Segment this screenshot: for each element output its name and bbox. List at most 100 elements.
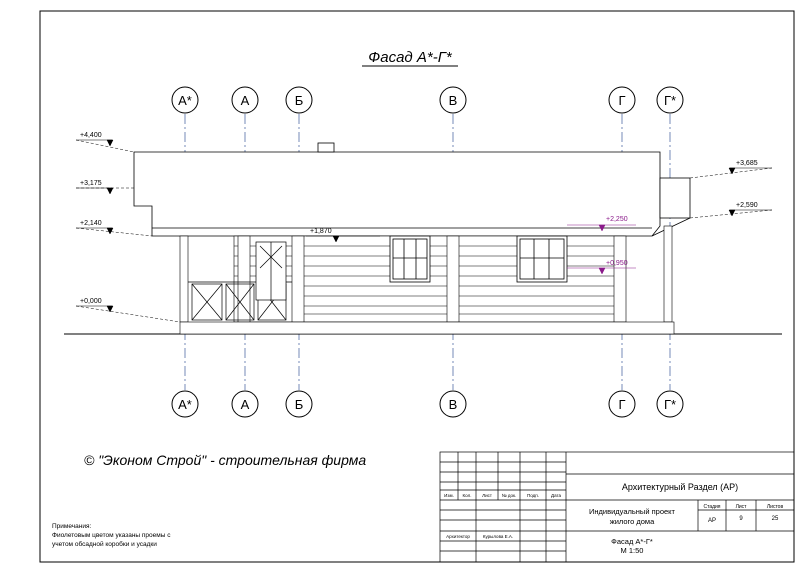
level-label-purple: +0,950 [606, 260, 628, 267]
axis-marker-b [285, 390, 313, 418]
axis-marker-a [231, 390, 259, 418]
level-label-purple: +2,250 [606, 216, 628, 223]
axis-marker-a [231, 86, 259, 114]
foundation [179, 321, 675, 335]
axis-marker-g-star [656, 390, 684, 418]
level-arrow [728, 209, 736, 217]
level-leader [689, 167, 773, 179]
level-leader [75, 139, 135, 153]
notes-line: Фиолетовым цветом указаны проемы с [52, 532, 171, 539]
axis-markers-top: А* А Б В Г Г* [171, 86, 684, 114]
title-block-text: Архитектурный Раздел (АР) Индивидуальный… [444, 482, 783, 555]
sheet-title: Фасад А*-Г* [611, 537, 653, 546]
axis-label-bottom: А* [178, 397, 192, 412]
stage-header: Стадия [703, 504, 720, 510]
column-header: Кол. [463, 493, 472, 498]
walls [179, 225, 675, 335]
column-header: Изм. [444, 493, 454, 498]
axis-label-bottom: Г* [664, 397, 676, 412]
roof [133, 142, 691, 237]
level-marks-left [75, 139, 181, 323]
corner-post [237, 235, 251, 323]
level-label: +0,000 [80, 298, 102, 305]
notes: Примечания: Фиолетовым цветом указаны пр… [52, 522, 202, 549]
axis-markers-bottom: А* А Б В Г Г* [171, 390, 684, 418]
main-wall [297, 235, 625, 323]
level-mark-inner [306, 235, 380, 243]
copyright-text: © "Эконом Строй" - строительная фирма [84, 452, 367, 468]
axis-label-bottom: Б [295, 397, 304, 412]
roof-right-overhang [659, 177, 691, 219]
railing-cross [191, 283, 223, 321]
window-inner [392, 238, 428, 280]
level-label: +2,140 [80, 220, 102, 227]
notes-heading: Примечания: [52, 523, 92, 530]
level-arrow [106, 227, 114, 235]
right-column [663, 225, 673, 323]
project-line: Индивидуальный проект [589, 507, 676, 516]
corner-post [446, 235, 460, 323]
drawing-frame [39, 10, 795, 563]
axis-label-bottom: Г [618, 397, 625, 412]
axis-marker-g [608, 86, 636, 114]
railing-panel [225, 283, 255, 321]
level-arrow [106, 305, 114, 313]
window-right [516, 235, 568, 283]
railing-panel [191, 283, 223, 321]
axis-label-top: А* [178, 93, 192, 108]
level-arrow [332, 235, 340, 243]
level-marks-right [689, 167, 773, 219]
level-arrow [598, 224, 606, 232]
column-header: Подп. [527, 493, 539, 498]
roof-main [133, 151, 661, 237]
axis-marker-a-star [171, 86, 199, 114]
window-middle [389, 235, 431, 283]
level-label: +3,685 [736, 160, 758, 167]
level-label: +1,870 [310, 228, 332, 235]
axis-label-top: Г [618, 93, 625, 108]
sheet-scale: М 1:50 [621, 546, 644, 555]
axis-label-top: В [449, 93, 458, 108]
axis-marker-v [439, 86, 467, 114]
role-label: Архитектор [446, 534, 470, 539]
axis-label-top: Г* [664, 93, 676, 108]
level-arrow [106, 139, 114, 147]
column-header: Дата [551, 493, 561, 498]
column-header: Лист [482, 493, 492, 498]
level-arrow [728, 167, 736, 175]
roof-vent [317, 142, 335, 153]
axis-marker-g [608, 390, 636, 418]
level-arrow [106, 187, 114, 195]
level-arrow [598, 267, 606, 275]
sheets-value: 25 [772, 516, 779, 522]
column-header: № док. [502, 493, 516, 498]
corner-post [613, 235, 627, 323]
axis-marker-a-star [171, 390, 199, 418]
axis-marker-v [439, 390, 467, 418]
axis-label-top: А [241, 93, 250, 108]
drawing-title: Фасад А*-Г* [368, 49, 453, 66]
level-label: +3,175 [80, 180, 102, 187]
axis-label-bottom: А [241, 397, 250, 412]
axis-marker-b [285, 86, 313, 114]
notes-line: учетом обсадной коробки и усадки [52, 541, 157, 548]
level-leader [75, 305, 181, 323]
sheet-header: Лист [736, 504, 748, 510]
person-name: Курылова Е.А. [483, 534, 513, 539]
level-marks-purple [567, 224, 636, 275]
level-label: +4,400 [80, 132, 102, 139]
stage-value: АР [708, 518, 716, 524]
sheet-value: 9 [739, 516, 743, 522]
axis-label-top: Б [295, 93, 304, 108]
door [255, 241, 287, 301]
corner-post [291, 235, 305, 323]
porch-column [179, 235, 189, 323]
sheets-header: Листов [767, 504, 784, 510]
title-block-frame [439, 451, 795, 563]
section-title: Архитектурный Раздел (АР) [622, 482, 738, 492]
level-leader [75, 227, 153, 237]
project-line: жилого дома [610, 517, 655, 526]
window-inner [519, 238, 565, 280]
axis-marker-g-star [656, 86, 684, 114]
